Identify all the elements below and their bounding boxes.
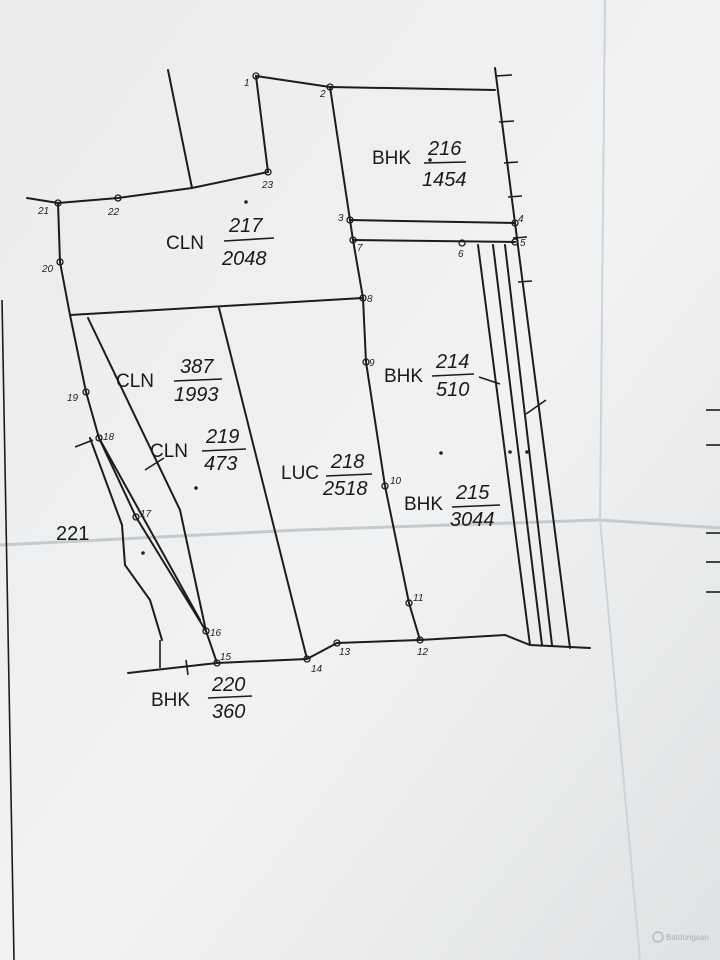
parcel-387-label: CLN 387 1993 (116, 356, 223, 406)
parcel-217-label: CLN 217 2048 (166, 215, 275, 270)
point-label: 5 (520, 238, 526, 249)
point-label: 22 (107, 207, 120, 218)
point-label: 17 (140, 509, 152, 520)
point-label: 14 (311, 664, 323, 675)
point-label: 19 (67, 393, 79, 404)
point-label: 8 (367, 294, 373, 305)
parcel-214-label: BHK 214 510 (384, 351, 475, 401)
parcel-number: 219 (205, 426, 239, 448)
parcel-number: 387 (180, 356, 214, 378)
parcel-220-label: BHK 220 360 (151, 674, 253, 723)
point-label: 11 (413, 593, 423, 604)
point-label: 10 (390, 476, 402, 487)
point-label: 4 (518, 214, 524, 225)
parcel-code: BHK (404, 494, 443, 515)
parcel-code: CLN (116, 371, 154, 392)
point-label: 20 (41, 264, 54, 275)
parcel-code: BHK (384, 366, 423, 387)
parcel-number: 220 (211, 674, 245, 696)
parcel-code: CLN (166, 233, 204, 254)
paper-fold-vertical (598, 0, 641, 960)
parcel-labels: CLN 217 2048 BHK 216 1454 CLN 387 1993 C… (56, 138, 501, 723)
point-label: 6 (458, 249, 464, 260)
point-label: 9 (369, 358, 375, 369)
point-label: 21 (37, 206, 49, 217)
parcel-area: 510 (436, 379, 469, 401)
parcel-center-dots (141, 158, 529, 555)
parcel-code: BHK (151, 690, 190, 711)
point-label: 16 (210, 628, 222, 639)
parcel-number: 217 (228, 215, 263, 237)
point-label: 2 (319, 89, 326, 100)
parcel-code: CLN (150, 441, 188, 462)
vertex-markers (54, 72, 519, 667)
watermark-text: Batdongsan (666, 933, 709, 942)
parcel-area: 360 (212, 701, 245, 723)
parcel-216-label: BHK 216 1454 (372, 138, 467, 191)
parcel-number: 218 (330, 451, 364, 473)
parcel-code: BHK (372, 148, 411, 169)
parcel-area: 3044 (450, 509, 495, 531)
point-label: 3 (338, 213, 344, 224)
parcel-number: 216 (427, 138, 462, 160)
point-label: 12 (417, 647, 429, 658)
parcel-number: 215 (455, 482, 490, 504)
parcel-area: 1993 (174, 384, 219, 406)
point-label: 23 (261, 180, 274, 191)
watermark: Batdongsan (652, 931, 709, 943)
point-label: 1 (244, 78, 250, 89)
point-label: 15 (220, 652, 232, 663)
parcel-area: 2518 (322, 478, 368, 500)
point-numbers: 1 2 3 4 5 6 7 8 9 10 11 12 13 14 15 16 1… (37, 78, 526, 675)
point-label: 7 (357, 243, 363, 254)
parcel-area: 1454 (422, 169, 467, 191)
boundary-ticks (74, 74, 720, 676)
paper-fold (0, 518, 720, 547)
parcel-area: 2048 (221, 248, 267, 270)
parcel-code: LUC (281, 463, 319, 484)
point-label: 13 (339, 647, 351, 658)
sheet-border-left (1, 299, 15, 960)
parcel-219-label: CLN 219 473 (150, 426, 247, 475)
parcel-221-label: 221 (56, 523, 89, 545)
parcel-number: 214 (435, 351, 469, 373)
parcel-215-label: BHK 215 3044 (404, 482, 501, 531)
parcel-area: 473 (204, 453, 237, 475)
point-label: 18 (103, 432, 115, 443)
parcel-218-label: LUC 218 2518 (281, 451, 373, 500)
